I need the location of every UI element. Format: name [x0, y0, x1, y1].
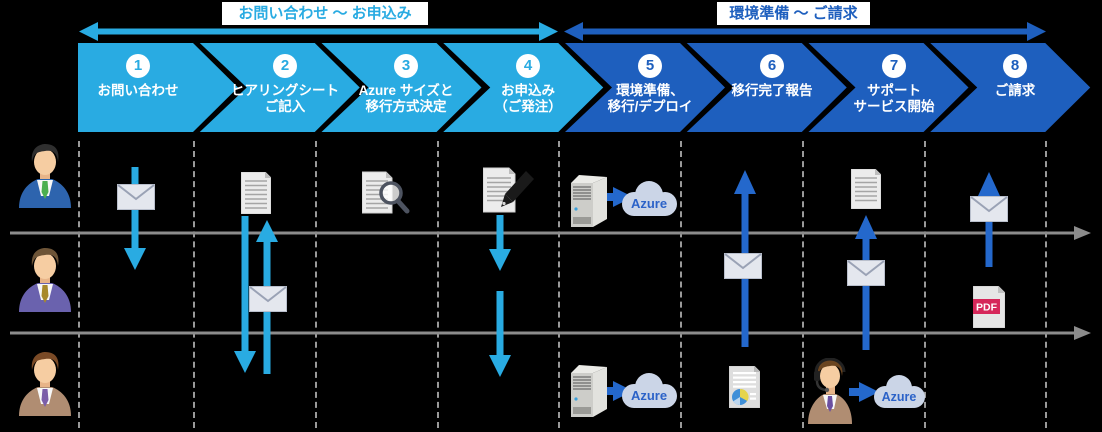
mail-icon — [249, 286, 287, 312]
phase-2-label: 環境準備 ～ ご請求 — [717, 2, 870, 25]
step-label: 移行完了報告 — [731, 83, 813, 98]
step-number-badge: 6 — [760, 54, 784, 78]
flow-arrow-down-order-1 — [489, 215, 511, 271]
phase-1-label: お問い合わせ ～ お申込み — [222, 2, 428, 25]
step-number-badge: 7 — [882, 54, 906, 78]
step-label: サポート サービス開始 — [853, 83, 935, 114]
azure-cloud-icon: Azure — [622, 181, 677, 216]
step-6: 6 移行完了報告 — [712, 54, 832, 99]
step-3-chevron — [321, 43, 482, 132]
step-number-badge: 5 — [638, 54, 662, 78]
phase-range-arrows — [79, 22, 1046, 41]
step-number-badge: 8 — [1003, 54, 1027, 78]
step-8: 8 ご請求 — [955, 54, 1075, 99]
mail-icon — [724, 253, 762, 279]
document-search-icon — [362, 171, 410, 214]
column-divider — [680, 141, 682, 428]
report-chart-icon — [729, 366, 760, 408]
partner-avatar — [19, 248, 71, 312]
step-7-chevron — [808, 43, 969, 132]
step-8-chevron — [930, 43, 1091, 132]
svg-text:Azure: Azure — [631, 196, 667, 211]
step-5-chevron — [565, 43, 725, 132]
column-divider — [923, 141, 926, 428]
process-chevron-band — [78, 43, 1091, 132]
server-icon — [571, 365, 607, 417]
column-divider — [558, 141, 561, 428]
customer-avatar — [19, 144, 71, 208]
flow-arrow-up-support-start — [855, 215, 877, 350]
mail-icon — [970, 196, 1008, 222]
svg-text:Azure: Azure — [882, 390, 917, 404]
step-label: ご請求 — [994, 83, 1036, 98]
flow-arrow-down-inquiry — [124, 167, 146, 270]
mail-icon — [847, 260, 885, 286]
column-divider — [78, 141, 80, 428]
step-number-badge: 3 — [394, 54, 418, 78]
flow-arrow-down-hearing-sheet — [234, 216, 256, 373]
contract-sign-icon — [483, 167, 534, 213]
document-icon — [851, 169, 881, 209]
step-6-chevron — [686, 43, 847, 132]
flow-arrow-down-order-2 — [489, 291, 511, 377]
pdf-file-icon: PDF — [973, 286, 1005, 328]
step-number-badge: 4 — [516, 54, 540, 78]
swimlane-timeline-1 — [10, 226, 1091, 240]
document-icon — [241, 172, 271, 214]
svg-text:PDF: PDF — [976, 302, 998, 314]
step-label: ヒアリングシート ご記入 — [231, 83, 339, 114]
column-divider — [801, 141, 804, 428]
svg-text:Azure: Azure — [631, 388, 667, 403]
vendor-avatar — [19, 352, 71, 416]
phase-1-range-arrow — [79, 22, 558, 41]
phase-2-range-arrow — [564, 22, 1046, 41]
step-label: Azure サイズと 移行方式決定 — [358, 83, 454, 114]
column-divider — [436, 141, 439, 428]
step-number-badge: 2 — [273, 54, 297, 78]
azure-cloud-icon: Azure — [874, 375, 925, 408]
mail-icon — [117, 184, 155, 210]
step-7: 7 サポート サービス開始 — [834, 54, 954, 115]
column-divider — [314, 141, 317, 428]
column-divider — [1045, 141, 1048, 428]
step-2: 2 ヒアリングシート ご記入 — [225, 54, 345, 115]
step-4-chevron — [443, 43, 604, 132]
step-1-chevron — [78, 43, 238, 132]
step-1: 1 お問い合わせ — [78, 54, 198, 99]
column-divider — [193, 141, 195, 428]
server-icon — [571, 175, 607, 227]
step-label: お問い合わせ — [97, 83, 179, 98]
flow-arrow-right-support-azure — [849, 382, 879, 402]
swimlane-timeline-2 — [10, 326, 1091, 340]
step-4: 4 お申込み （ご発注） — [468, 54, 588, 115]
azure-cloud-icon: Azure — [622, 373, 677, 408]
step-label: 環境準備、 移行/デプロイ — [607, 83, 693, 114]
step-number-badge: 1 — [126, 54, 150, 78]
step-label: お申込み （ご発注） — [494, 83, 562, 114]
support-agent-icon — [808, 358, 852, 424]
step-2-chevron — [199, 43, 360, 132]
step-5: 5 環境準備、 移行/デプロイ — [590, 54, 710, 115]
